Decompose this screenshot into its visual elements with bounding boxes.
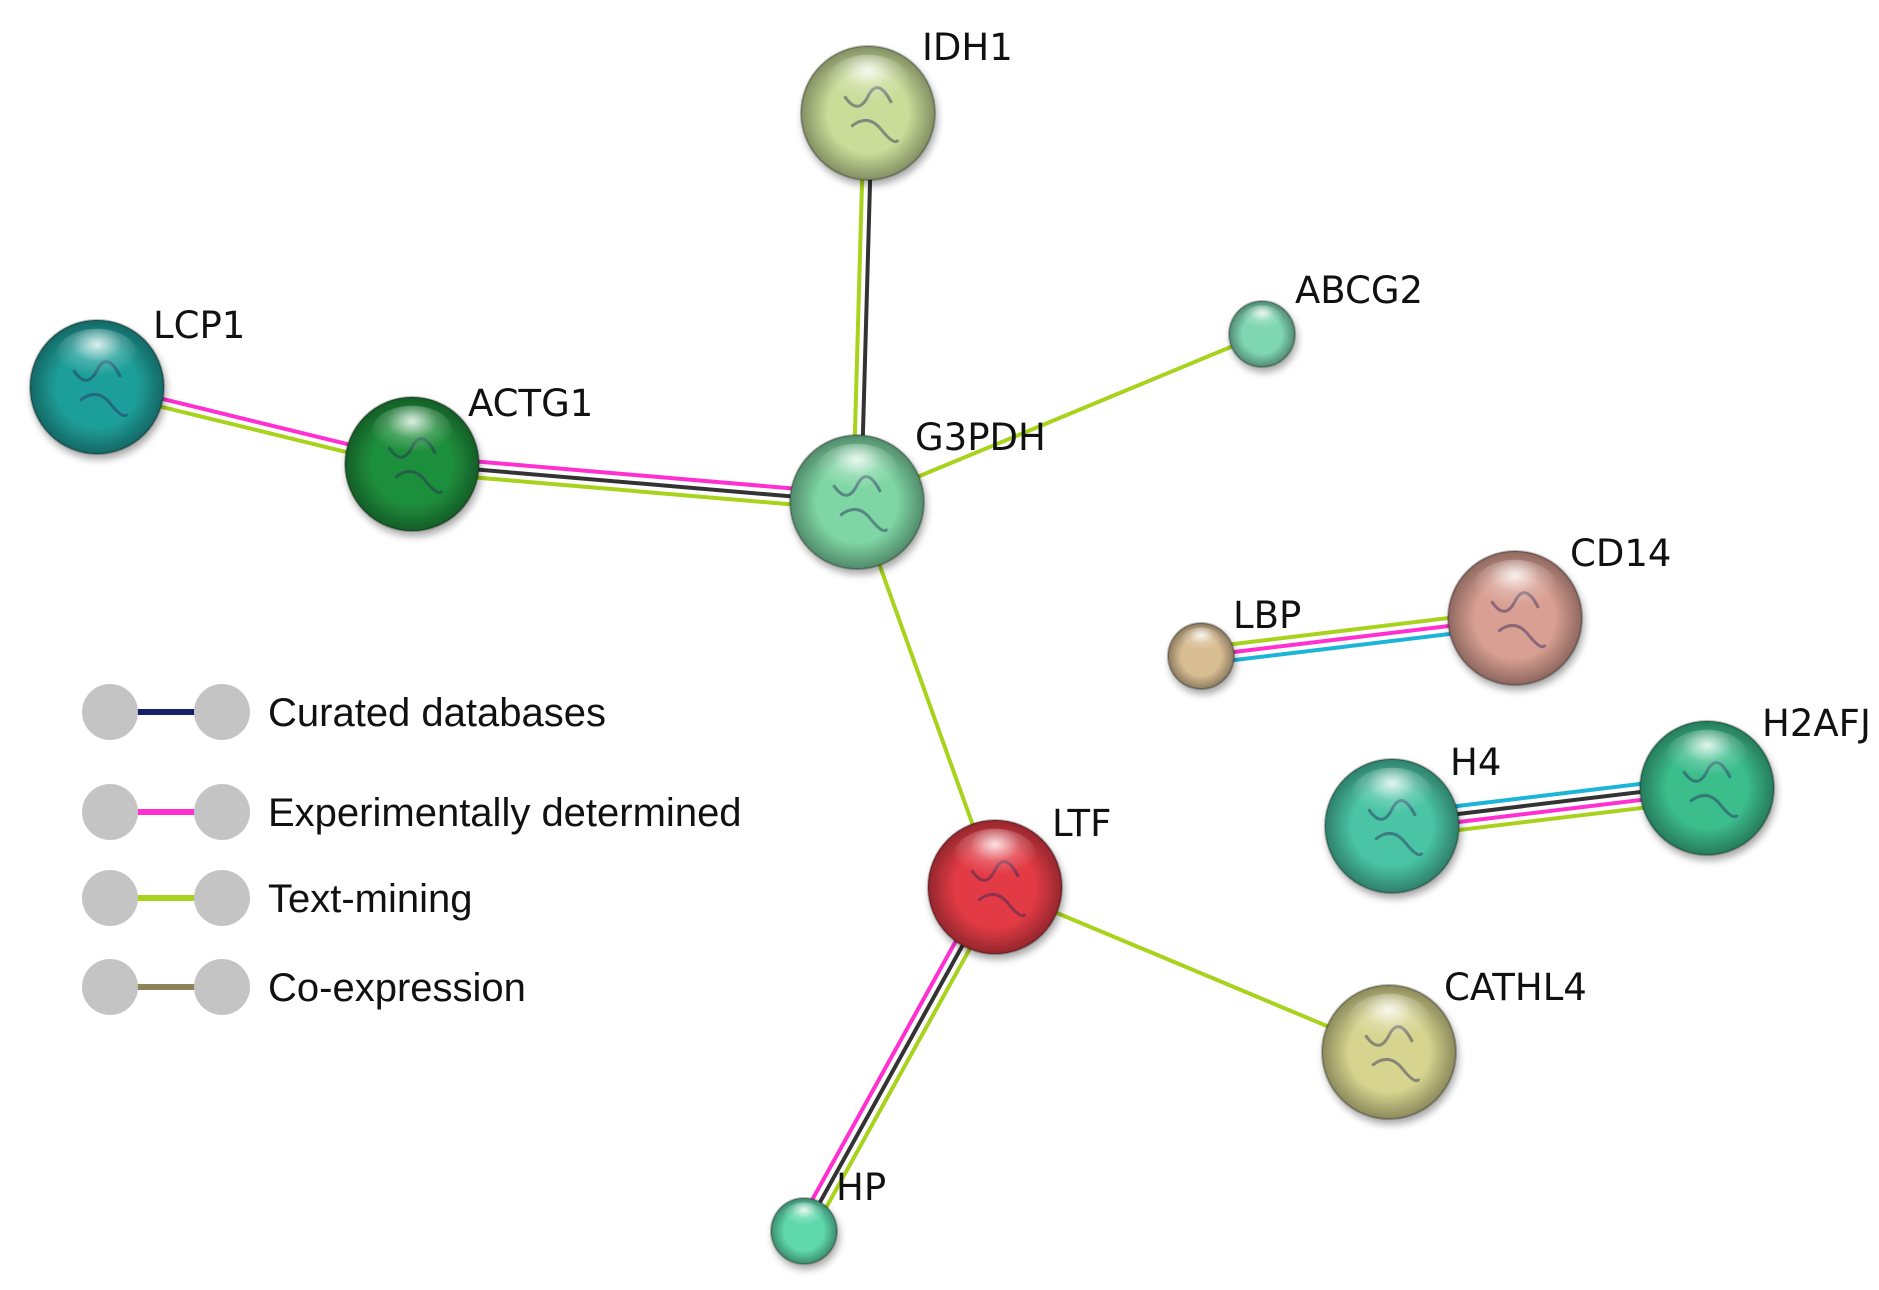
legend-label: Experimentally determined [268,791,742,835]
node-label-lcp1: LCP1 [153,304,245,347]
node-h2afj[interactable] [1639,720,1775,856]
node-label-lbp: LBP [1233,594,1301,637]
legend-label: Curated databases [268,691,606,735]
node-label-abcg2: ABCG2 [1295,269,1423,312]
edge-strand-experimentally-determined [410,454,860,497]
legend-item-experimental: Experimentally determined [82,784,742,840]
legend-node-left [82,870,138,926]
node-hp[interactable] [770,1197,838,1265]
node-label-h2afj: H2AFJ [1762,702,1871,745]
node-highlight [370,405,454,462]
node-cathl4[interactable] [1321,984,1457,1120]
node-g3pdh[interactable] [789,434,925,570]
edge-strand-text-mining [409,469,859,512]
edges-layer [94,110,1711,1237]
node-highlight [1350,767,1434,824]
node-highlight [1665,729,1749,786]
nodes-layer [29,45,1775,1265]
node-lcp1[interactable] [29,319,165,455]
legend-node-right [194,784,250,840]
edge-ltf-cathl4 [993,885,1391,1054]
node-label-actg1: ACTG1 [468,382,593,425]
legend-label: Text-mining [268,877,473,921]
node-label-h4: H4 [1450,741,1501,784]
node-lbp[interactable] [1167,622,1235,690]
node-label-ltf: LTF [1052,802,1111,845]
node-highlight [1180,627,1222,656]
node-label-cd14: CD14 [1570,532,1671,575]
node-label-hp: HP [836,1166,886,1209]
edge-actg1-g3pdh [409,454,860,512]
legend-item-textmining: Text-mining [82,870,473,926]
node-ltf[interactable] [927,819,1063,955]
node-highlight [1347,993,1431,1050]
node-highlight [953,828,1037,885]
node-abcg2[interactable] [1228,300,1296,368]
legend-node-left [82,784,138,840]
legend-node-right [194,684,250,740]
legend-item-curated: Curated databases [82,684,606,740]
legend-node-left [82,684,138,740]
legend-node-left [82,959,138,1015]
edge-strand-black-edge [410,462,859,504]
edge-g3pdh-ltf [855,500,997,889]
node-highlight [1473,559,1557,616]
node-idh1[interactable] [800,45,936,181]
node-label-idh1: IDH1 [922,26,1013,69]
legend-node-right [194,870,250,926]
node-label-g3pdh: G3PDH [915,416,1046,459]
node-highlight [55,328,139,385]
node-highlight [783,1202,825,1231]
node-actg1[interactable] [344,396,480,532]
node-highlight [815,443,899,500]
edge-strand-text-mining [993,885,1391,1054]
node-highlight [826,54,910,111]
edge-strand-text-mining [855,332,1264,504]
legend-node-right [194,959,250,1015]
node-cd14[interactable] [1447,550,1583,686]
legend-label: Co-expression [268,966,526,1010]
node-label-cathl4: CATHL4 [1444,966,1587,1009]
legend-item-coexpression: Co-expression [82,959,526,1015]
node-h4[interactable] [1324,758,1460,894]
node-highlight [1241,305,1283,334]
edge-strand-text-mining [855,500,997,889]
edge-abcg2-g3pdh [855,332,1264,504]
